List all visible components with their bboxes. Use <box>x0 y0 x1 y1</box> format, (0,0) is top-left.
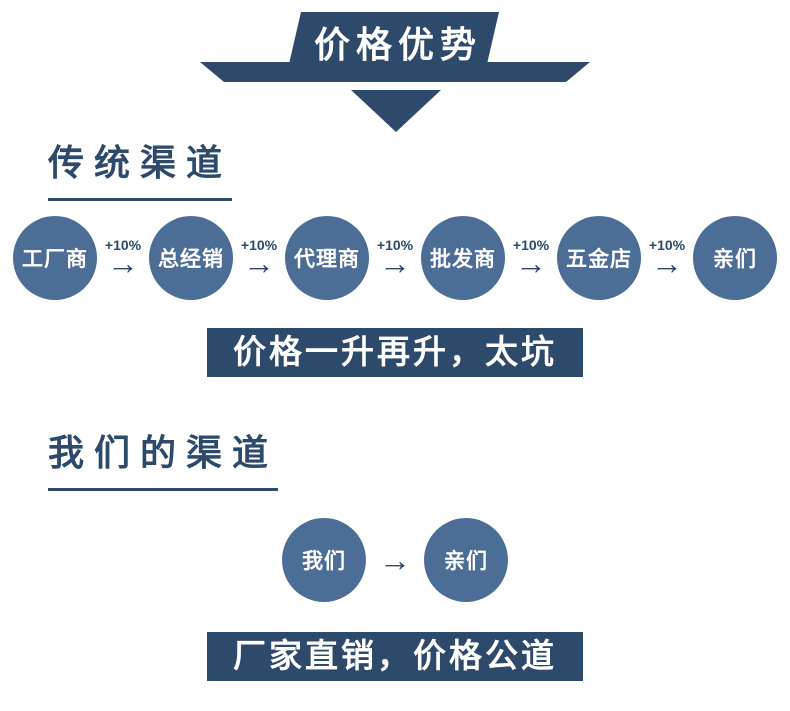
markup-step: +10% → <box>233 237 285 279</box>
traditional-channel-heading: 传统渠道 <box>48 134 233 201</box>
channel-node-factory: 工厂商 <box>13 216 97 300</box>
ribbon-center-block <box>289 12 499 64</box>
direct-step: → <box>366 544 424 576</box>
channel-node-customers: 亲们 <box>693 216 777 300</box>
arrow-right-icon: → <box>379 542 411 578</box>
increment-label: +10% <box>648 237 686 253</box>
channel-node-distributor: 总经销 <box>149 216 233 300</box>
channel-node-wholesaler: 批发商 <box>421 216 505 300</box>
increment-label: +10% <box>512 237 550 253</box>
channel-node-hardware-store: 五金店 <box>557 216 641 300</box>
increment-label: +10% <box>376 237 414 253</box>
channel-node-us: 我们 <box>282 518 366 602</box>
markup-step: +10% → <box>641 237 693 279</box>
arrow-right-icon: → <box>379 245 411 281</box>
arrow-right-icon: → <box>107 245 139 281</box>
markup-step: +10% → <box>97 237 149 279</box>
channel-node-customers: 亲们 <box>424 518 508 602</box>
arrow-right-icon: → <box>515 245 547 281</box>
increment-label: +10% <box>104 237 142 253</box>
arrow-right-icon: → <box>651 245 683 281</box>
channel-node-agent: 代理商 <box>285 216 369 300</box>
our-channel-heading: 我们的渠道 <box>48 424 279 491</box>
title-ribbon: 价格优势 <box>0 0 790 140</box>
markup-step: +10% → <box>505 237 557 279</box>
arrow-right-icon: → <box>243 245 275 281</box>
markup-step: +10% → <box>369 237 421 279</box>
ribbon-down-triangle <box>351 90 441 132</box>
traditional-caption-banner: 价格一升再升，太坑 <box>207 328 583 378</box>
page-title: 价格优势 <box>313 24 482 65</box>
increment-label: +10% <box>240 237 278 253</box>
our-channel-flow: 我们 → 亲们 <box>0 518 790 602</box>
our-caption-banner: 厂家直销，价格公道 <box>207 632 583 682</box>
ribbon-shape <box>200 12 590 132</box>
ribbon-bar <box>200 62 590 82</box>
traditional-channel-flow: 工厂商 +10% → 总经销 +10% → 代理商 +10% → 批发商 +10… <box>0 216 790 300</box>
